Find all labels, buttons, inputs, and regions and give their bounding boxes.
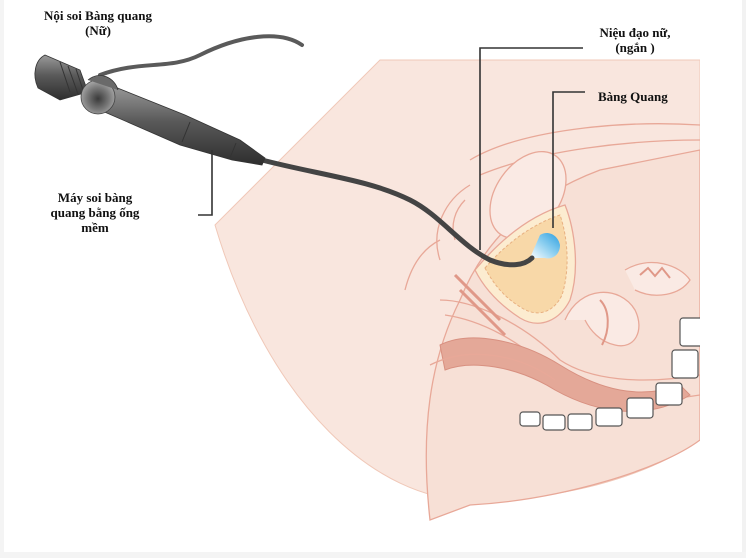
light-cone — [530, 233, 560, 259]
leader-lines — [198, 47, 585, 250]
diagram-title: Nội soi Bàng quang (Nữ) — [28, 8, 168, 38]
title-line-2: (Nữ) — [85, 23, 111, 38]
title-line-1: Nội soi Bàng quang — [43, 8, 152, 23]
bottom-strip — [0, 552, 746, 558]
urethra-label: Niệu đạo nữ, (ngắn ) — [580, 25, 690, 55]
scope-label-line-3: mềm — [81, 220, 109, 235]
bladder-label: Bàng Quang — [598, 89, 718, 104]
urethra-label-line-1: Niệu đạo nữ, — [599, 25, 671, 40]
urethra-label-line-2: (ngắn ) — [615, 40, 655, 55]
body-silhouette — [214, 59, 700, 521]
vertebrae — [519, 317, 700, 431]
cystoscope — [34, 34, 535, 268]
scope-label: Máy soi bàng quang bằng ống mềm — [30, 190, 160, 235]
scope-label-line-1: Máy soi bàng — [57, 190, 133, 205]
panel-edge — [742, 0, 746, 558]
scope-label-line-2: quang bằng ống — [50, 205, 140, 220]
bladder-label-text: Bàng Quang — [598, 89, 668, 104]
